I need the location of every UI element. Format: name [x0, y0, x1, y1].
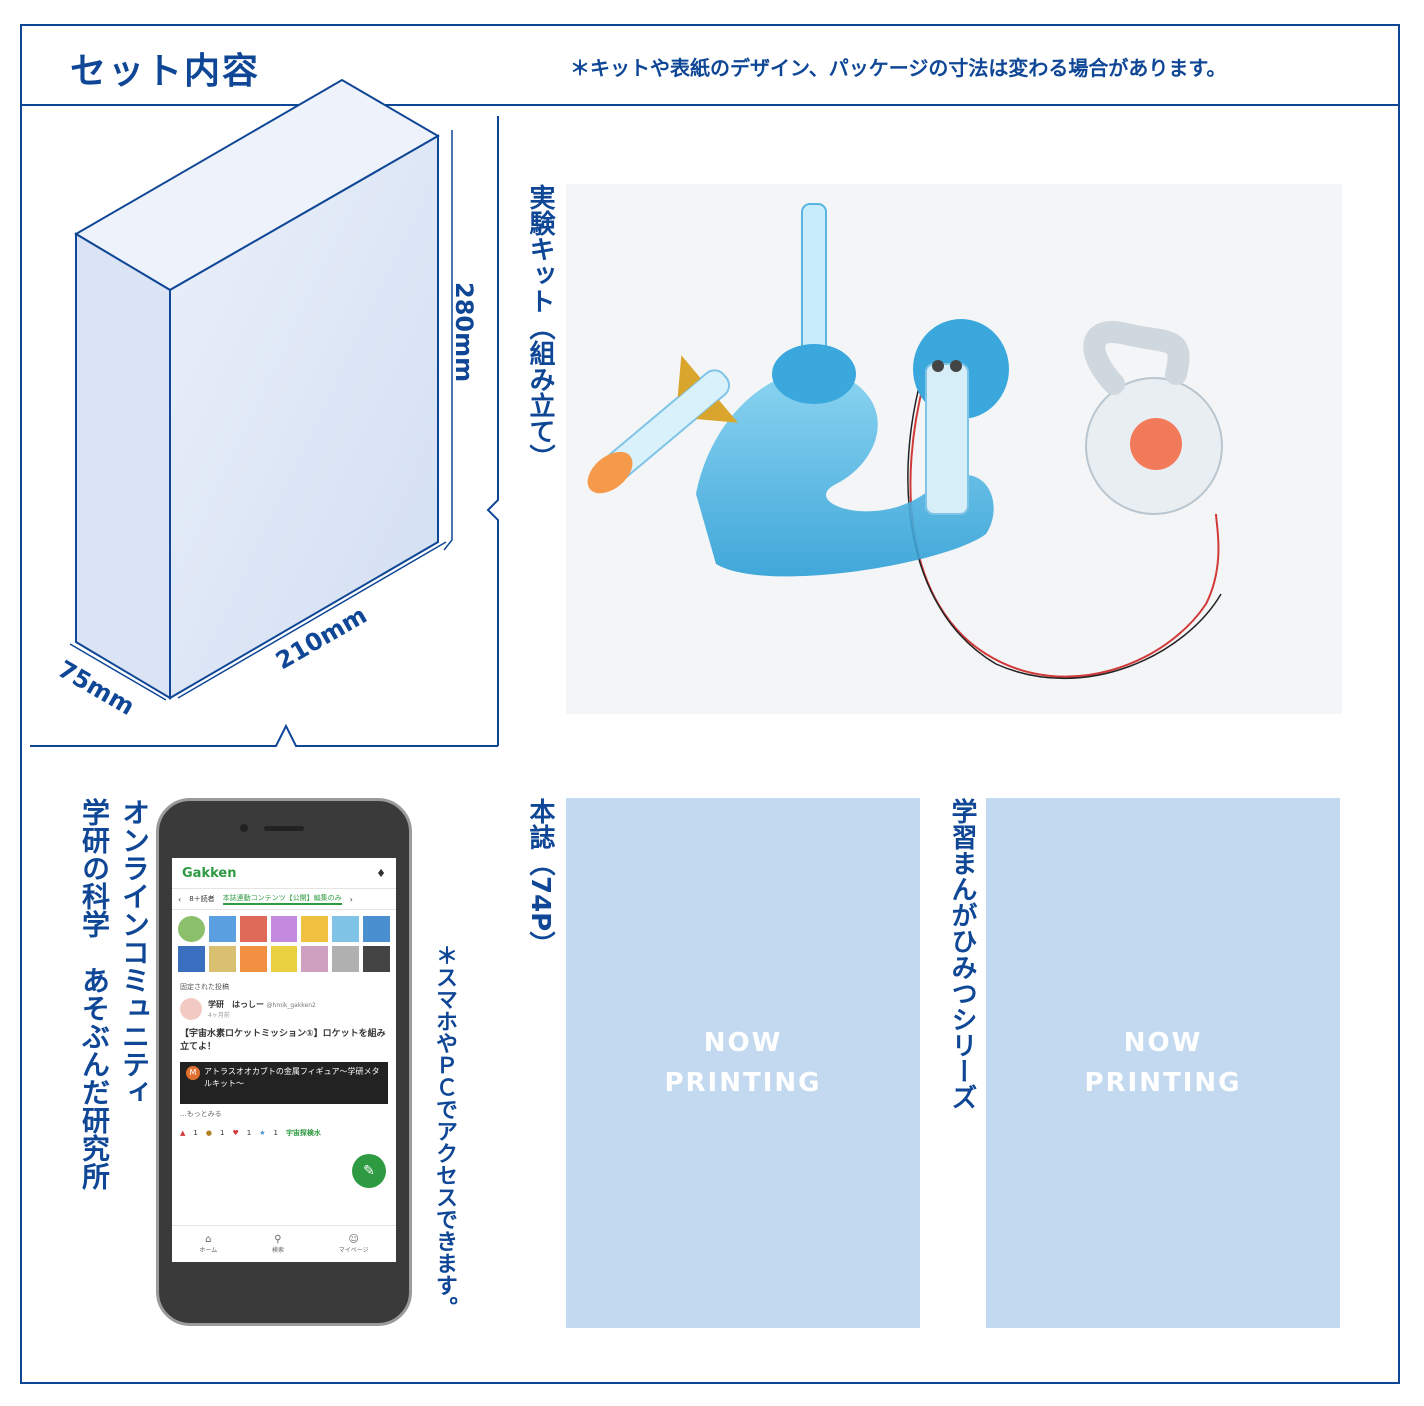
kit-tube-base: [772, 344, 856, 404]
thumbnail[interactable]: [239, 946, 267, 972]
compose-button[interactable]: ✎: [352, 1154, 386, 1188]
kit-electrode-tube: [925, 363, 969, 515]
manga-placeholder-text: NOW PRINTING: [1084, 1028, 1242, 1098]
nav-search-label: 検索: [271, 1247, 284, 1254]
pencil-icon: ✎: [363, 1163, 375, 1179]
reaction-beetle-icon[interactable]: ●: [205, 1129, 212, 1137]
post-handle: @hmik_gakken2: [266, 1002, 316, 1009]
tab-magazine-content[interactable]: 本誌連動コンテンツ【公開】編集のみ: [222, 893, 342, 905]
kit-illustration: [587, 203, 1223, 680]
embedded-card[interactable]: M アトラスオオカブトの金属フィギュア〜学研メタルキット〜: [180, 1062, 388, 1104]
user-icon: ☺: [348, 1234, 359, 1245]
phone-screen: Gakken ♦ ‹ 8＋読者 本誌連動コンテンツ【公開】編集のみ › 固定され…: [172, 858, 396, 1262]
thumbnail[interactable]: [208, 946, 236, 972]
tab-readers[interactable]: 8＋読者: [189, 895, 215, 903]
post-author-row: 学研 はっしー @hmik_gakken2 4ヶ月前: [172, 996, 396, 1022]
outer-frame: [20, 24, 1400, 1384]
community-access-note: ＊スマホやＰＣでアクセスできます。: [432, 944, 457, 1318]
reaction-tag[interactable]: 宇宙探検水: [285, 1129, 321, 1137]
thumbnail[interactable]: [178, 946, 205, 972]
chevron-left-icon[interactable]: ‹: [178, 894, 182, 904]
height-label: 280mm: [450, 282, 478, 382]
chevron-right-icon[interactable]: ›: [349, 894, 353, 904]
thumbnail[interactable]: [301, 946, 329, 972]
thumbnail[interactable]: [208, 916, 236, 942]
home-icon: ⌂: [205, 1234, 212, 1245]
thumbnail[interactable]: [239, 916, 267, 942]
kit-rocket: [587, 355, 738, 494]
search-icon: ⚲: [274, 1234, 282, 1245]
post-title[interactable]: 【宇宙水素ロケットミッション①】ロケットを組み立てよ！: [180, 1029, 386, 1052]
disclaimer-note: ＊キットや表紙のデザイン、パッケージの寸法は変わる場合があります。: [570, 56, 1227, 80]
thumbnail[interactable]: [301, 916, 329, 942]
post-author[interactable]: 学研 はっしー: [208, 1000, 264, 1009]
community-subtitle: 学研の科学 あそぶんだ研究所: [78, 798, 111, 1190]
phone-speaker: [264, 826, 304, 831]
header-divider: [20, 104, 1400, 106]
page-title: セット内容: [70, 51, 261, 92]
reaction-heart-icon[interactable]: ♥: [232, 1129, 239, 1137]
reaction-thumb-icon[interactable]: ▲: [180, 1129, 186, 1137]
kit-label: 実験キット（組み立て）: [525, 184, 555, 470]
nav-mypage[interactable]: ☺ マイページ: [339, 1234, 369, 1254]
app-header: Gakken ♦: [172, 858, 396, 889]
kit-tall-tube: [801, 203, 827, 365]
phone-camera: [240, 824, 248, 832]
reaction-star-icon[interactable]: ★: [259, 1129, 266, 1137]
card-text: アトラスオオカブトの金属フィギュア〜学研メタルキット〜: [204, 1067, 380, 1088]
nav-mypage-label: マイページ: [338, 1247, 369, 1254]
thumbnail[interactable]: [332, 946, 360, 972]
thumbnail[interactable]: [270, 946, 298, 972]
manga-cover-placeholder: NOW PRINTING: [986, 798, 1340, 1328]
reaction-count: 1: [219, 1129, 225, 1137]
box-cell-divider-bottom: [30, 723, 498, 747]
kit-base: [696, 370, 994, 577]
package-box-illustration: 280mm 210mm 75mm: [30, 78, 499, 747]
gakken-logo: Gakken: [182, 865, 237, 881]
width-dimension-line: [177, 541, 447, 699]
manga-label: 学習まんがひみつシリーズ: [947, 798, 977, 1110]
post-time: 4ヶ月前: [208, 1012, 230, 1019]
height-dimension-line: [443, 130, 453, 551]
reaction-row: ▲ 1 ● 1 ♥ 1 ★ 1 宇宙探検水: [172, 1122, 396, 1144]
thumbnail[interactable]: [178, 916, 205, 942]
reaction-count: 1: [193, 1129, 198, 1137]
kit-crank: [1083, 321, 1190, 395]
nav-home[interactable]: ⌂ ホーム: [199, 1234, 217, 1254]
magazine-label: 本誌（74P）: [525, 798, 555, 958]
box-cell-divider-right: [486, 116, 499, 746]
depth-dimension-line: [69, 643, 167, 701]
community-title: オンラインコミュニティ: [118, 798, 151, 1106]
app-tabs: ‹ 8＋読者 本誌連動コンテンツ【公開】編集のみ ›: [172, 889, 396, 910]
bell-icon[interactable]: ♦: [376, 866, 386, 880]
nav-home-label: ホーム: [199, 1247, 218, 1254]
bottom-nav: ⌂ ホーム ⚲ 検索 ☺ マイページ: [172, 1225, 396, 1262]
thumbnail[interactable]: [363, 916, 390, 942]
thumbnail[interactable]: [332, 916, 360, 942]
box-side-face: [75, 232, 171, 700]
reaction-count: 1: [273, 1129, 278, 1137]
magazine-cover-placeholder: NOW PRINTING: [566, 798, 920, 1328]
read-more-link[interactable]: ...もっとみる: [180, 1110, 222, 1118]
kit-gear: [1130, 418, 1182, 470]
thumbnail[interactable]: [270, 916, 298, 942]
pinned-label: 固定された投稿: [180, 983, 229, 991]
kit-photo: [566, 184, 1342, 714]
kit-wire-2: [907, 378, 1222, 680]
box-front-face: [169, 134, 439, 700]
thumbnail-grid: [172, 910, 396, 978]
avatar[interactable]: [180, 998, 202, 1020]
magazine-placeholder-text: NOW PRINTING: [664, 1028, 822, 1098]
reaction-count: 1: [246, 1129, 252, 1137]
thumbnail[interactable]: [363, 946, 390, 972]
smartphone-mockup: Gakken ♦ ‹ 8＋読者 本誌連動コンテンツ【公開】編集のみ › 固定され…: [156, 798, 412, 1326]
card-initial-badge: M: [186, 1066, 200, 1080]
nav-search[interactable]: ⚲ 検索: [272, 1234, 284, 1254]
